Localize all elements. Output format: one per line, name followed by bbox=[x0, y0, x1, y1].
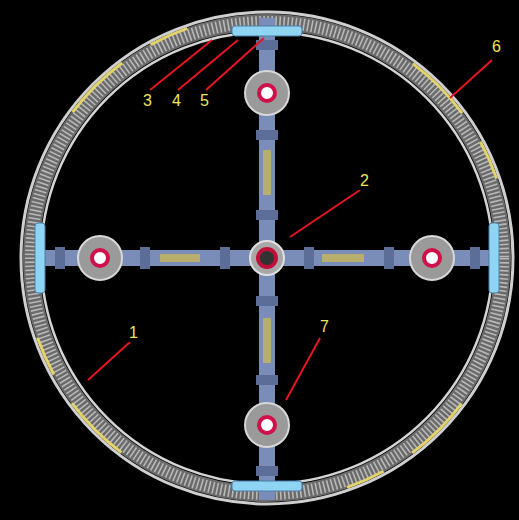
ring-inner bbox=[41, 32, 493, 484]
solar-strips bbox=[24, 15, 510, 501]
ring-band bbox=[31, 22, 503, 494]
solar-strips bbox=[24, 15, 510, 501]
callout-number: 6 bbox=[490, 38, 503, 56]
callout-number: 3 bbox=[141, 92, 154, 110]
callout-number: 2 bbox=[358, 172, 371, 190]
spoke bbox=[259, 18, 275, 500]
callout-number: 4 bbox=[170, 92, 183, 110]
callout-number: 7 bbox=[318, 318, 331, 336]
ring-ticks bbox=[31, 22, 503, 494]
spoke-joints bbox=[55, 40, 480, 476]
ring-modules bbox=[35, 26, 499, 491]
spoke-panels bbox=[160, 150, 364, 363]
ring-outer bbox=[21, 12, 513, 504]
callout-number: 1 bbox=[127, 324, 140, 342]
leader-lines bbox=[88, 38, 492, 400]
callout-number: 5 bbox=[198, 92, 211, 110]
pods bbox=[78, 71, 454, 447]
